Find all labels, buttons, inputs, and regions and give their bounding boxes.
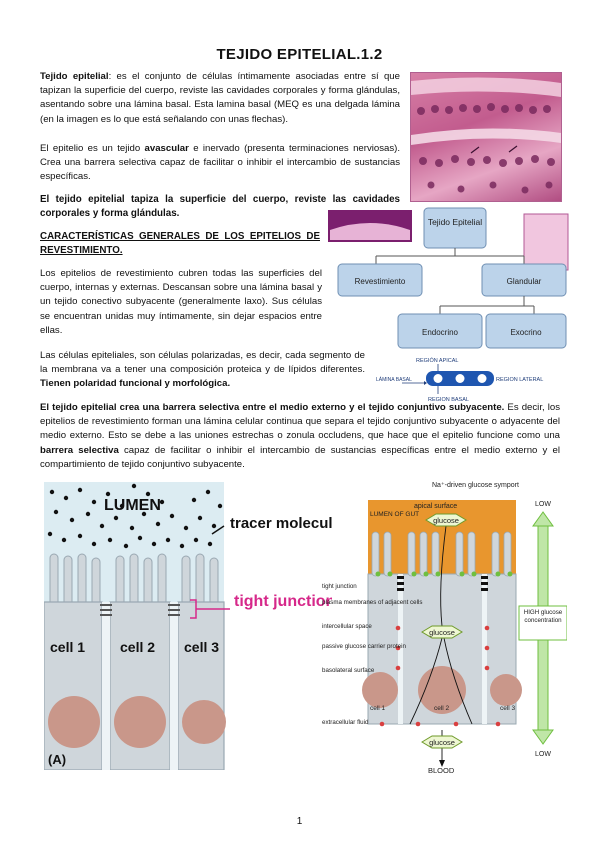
avascular-paragraph: El epitelio es un tejido avascular e ine… [40, 142, 400, 185]
basolateral-label: basolateral surface [322, 667, 375, 674]
p5-part-a: Las células epiteliales, son células pol… [40, 350, 365, 376]
glucose-label-top: glucose [433, 516, 459, 525]
p6-part-a: El tejido epitelial crea una barrera sel… [40, 402, 505, 413]
cell-2-label-b: cell 2 [434, 705, 450, 712]
barrera-paragraph: El tejido epitelial crea una barrera sel… [40, 401, 560, 472]
tree-node-endocrino [397, 313, 483, 349]
p6-part-d: capaz de facilitar o inhibir el intercam… [40, 444, 561, 470]
tree-left-text: Revestimiento [355, 277, 406, 286]
glucose-box-mid [421, 625, 463, 639]
glucose-box-bottom [421, 735, 463, 749]
tracer-label: tracer molecule [230, 515, 332, 532]
glucose-box-top [425, 513, 467, 527]
intro-text: : es el conjunto de células íntimamente … [40, 71, 400, 125]
panel-a-label: (A) [48, 752, 66, 767]
glucose-label-bottom: glucose [429, 738, 455, 747]
nucleus-1 [48, 696, 100, 748]
extracellular-label: extracellular fluid [322, 719, 369, 726]
nucleus-3 [182, 700, 226, 744]
page-number: 1 [296, 816, 303, 827]
microvilli [49, 553, 219, 607]
polarity-basal-label: REGION BASAL [428, 397, 469, 403]
tree-right-text: Glandular [507, 277, 542, 286]
p2-part-c: e inervado (presenta terminaciones nervi… [40, 143, 401, 183]
plasma-membranes-label: plasma membranes of adjacent cells [322, 599, 422, 606]
lumen-label: LUMEN [104, 497, 161, 514]
tight-junction-label: tight junction [234, 593, 332, 610]
passive-carrier-label: passive glucose carrier protein [322, 643, 406, 650]
intercellular-space-label: intercellular space [322, 623, 372, 630]
tree-sub-left-text: Endocrino [422, 328, 459, 337]
glucose-transport-figure-b: glucose glucose glucose Na⁺-driven gluco… [322, 482, 567, 774]
symport-label: Na⁺-driven glucose symport [432, 482, 519, 489]
tree-node-root [423, 207, 487, 249]
p2-part-a: El epitelio es un tejido [40, 143, 145, 154]
tight-junction-figure-a: LUMEN tracer molecule tight junction cel… [44, 482, 332, 770]
blood-label: BLOOD [428, 766, 455, 774]
histology-image [410, 72, 562, 202]
cell-1-label: cell 1 [50, 639, 85, 655]
carrier-markers [379, 625, 501, 727]
p4-text: Los epitelios de revestimiento cubren to… [40, 268, 322, 336]
tree-node-exocrino [485, 313, 567, 349]
intro-term: Tejido epitelial [40, 71, 109, 82]
high-label: HIGH glucose concentration [523, 609, 563, 624]
tree-root-text: Tejido Epitelial [428, 217, 482, 227]
polarity-lateral-label: REGION LATERAL [496, 377, 543, 383]
lumen-gut-label: LUMEN OF GUT [370, 511, 419, 518]
p2-avascular: avascular [144, 143, 189, 154]
high-box [518, 605, 567, 641]
tight-junction-label-b: tight junction [322, 583, 357, 590]
polarity-basal-lamina-label: LÁMINA BASAL [376, 376, 412, 383]
cell-2-label: cell 2 [120, 639, 155, 655]
summary-paragraph: El tejido epitelial tapiza la superficie… [40, 193, 400, 221]
symport-markers [375, 571, 513, 577]
polarity-apical-label: REGIÓN APICAL [416, 357, 459, 364]
low-top-label: LOW [535, 501, 551, 508]
p6-part-b: Es decir, los epitelios de revestimiento… [40, 402, 560, 442]
section-heading: CARACTERÍSTICAS GENERALES DE LOS EPITELI… [40, 231, 320, 256]
gradient-arrow-up [532, 511, 554, 527]
tree-node-revestimiento [337, 263, 423, 297]
polaridad-paragraph: Las células epiteliales, son células pol… [40, 349, 365, 392]
p3-text: El tejido epitelial tapiza la superficie… [40, 194, 400, 220]
low-bottom-label: LOW [535, 751, 551, 758]
p6-barrera: barrera selectiva [40, 444, 119, 456]
page-title: TEJIDO EPITELIAL.1.2 [216, 46, 383, 63]
tracer-dots [47, 483, 223, 549]
tree-sub-right-text: Exocrino [510, 328, 542, 337]
tree-thumb-right [523, 213, 569, 271]
cell-1-label-b: cell 1 [370, 705, 386, 712]
intro-paragraph: Tejido epitelial: es el conjunto de célu… [40, 70, 400, 127]
gradient-arrow-down [532, 729, 554, 745]
glucose-label-mid: glucose [429, 628, 455, 637]
cell-3-label-b: cell 3 [500, 705, 516, 712]
nucleus-2 [114, 696, 166, 748]
apical-surface-label: apical surface [414, 503, 457, 510]
p5-polaridad: Tienen polaridad funcional y morfológica… [40, 378, 231, 390]
classification-tree: Tejido Epitelial Revestimiento Glandular… [328, 207, 569, 349]
junction-marks [100, 604, 180, 616]
polarity-diagram: REGIÓN APICAL REGION LATERAL LÁMINA BASA… [376, 357, 543, 403]
cell-3-label: cell 3 [184, 639, 219, 655]
revestimiento-paragraph: Los epitelios de revestimiento cubren to… [40, 267, 322, 338]
